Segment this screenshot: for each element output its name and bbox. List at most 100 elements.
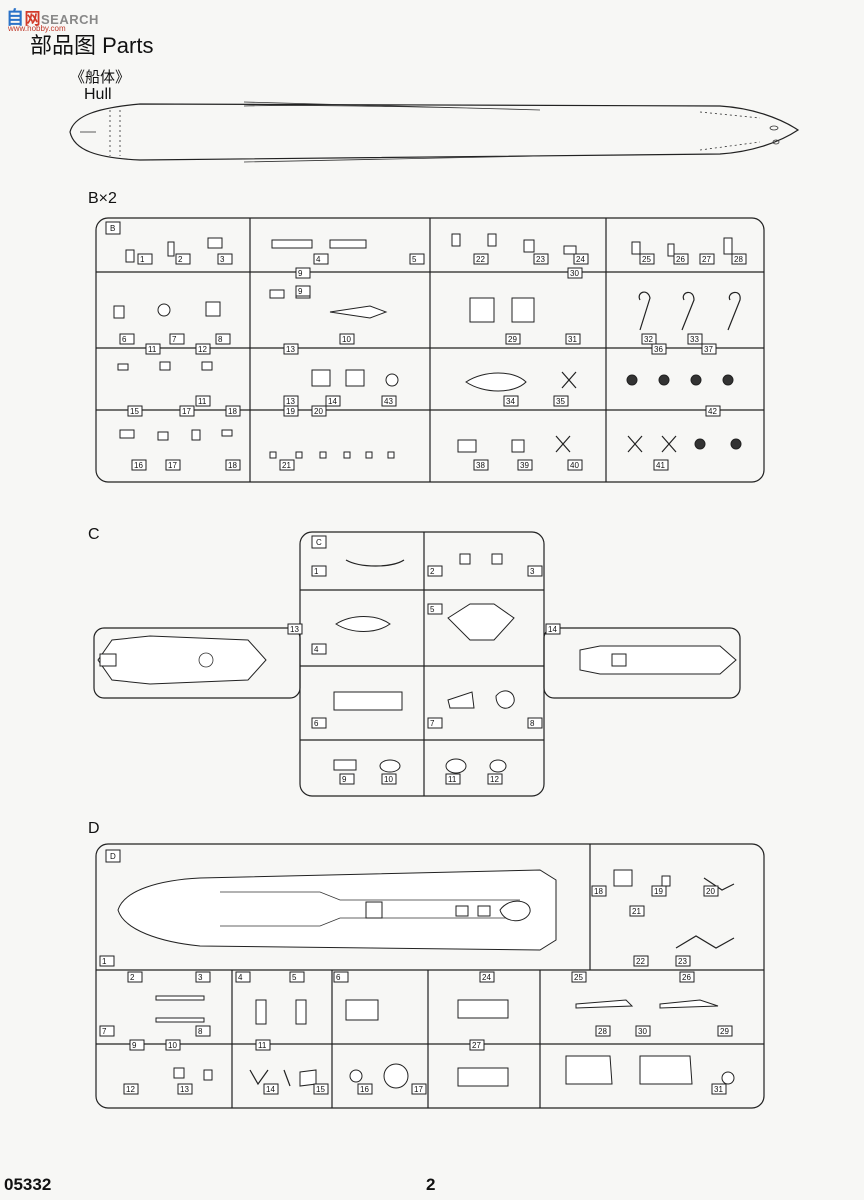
- sprue-c-part-number: 10: [384, 775, 393, 784]
- sprue-b-tag-box: [169, 333, 185, 345]
- sprue-b-tag-box: [687, 333, 703, 345]
- sprue-b-part-number: 2: [178, 255, 183, 264]
- sprue-b-tag-box: [283, 343, 299, 355]
- sprue-b-part-number: 8: [218, 335, 223, 344]
- sprue-b-part-number: 26: [676, 255, 685, 264]
- sprue-d-tag-box: [313, 1083, 329, 1095]
- watermark-char-2: 网: [24, 11, 42, 28]
- hull-drawing: [69, 101, 800, 163]
- sprue-b-tag-box: [639, 253, 655, 265]
- sprue-b-part-number: 9: [298, 287, 303, 296]
- sprue-b-tag-box: [473, 253, 489, 265]
- sprue-d-tag-box: [675, 955, 691, 967]
- sprue-b-tag-box: [381, 395, 397, 407]
- sprue-b-part-number: 37: [704, 345, 713, 354]
- sprue-d-tag-box: [571, 971, 587, 983]
- sprue-b-tag-box: [225, 405, 241, 417]
- sprue-c-part-number: 12: [490, 775, 499, 784]
- sprue-b-part-number: 10: [342, 335, 351, 344]
- sprue-b-wheels: [626, 374, 742, 450]
- sprue-c-part-number: 2: [430, 567, 435, 576]
- sprue-b-part-number: 14: [328, 397, 337, 406]
- sprue-d-part-number: 22: [636, 957, 645, 966]
- sprue-b-part-number: 34: [506, 397, 515, 406]
- sprue-b-part-number: 31: [568, 335, 577, 344]
- sprue-d-tag-box: [129, 1039, 145, 1051]
- sprue-d-tag-box: [711, 1083, 727, 1095]
- sprue-d-part-number: 7: [102, 1027, 107, 1036]
- watermark-text: SEARCH: [41, 12, 99, 27]
- sprue-d-tag-box: [333, 971, 349, 983]
- sprue-c-tag-box: [427, 565, 443, 577]
- sprue-d-tag-box: [591, 885, 607, 897]
- sprue-b-tag-box: [731, 253, 747, 265]
- sprue-c-tag-box: [311, 643, 327, 655]
- sprue-b-tag-box: [325, 395, 341, 407]
- sprue-b-tag-box: [283, 405, 299, 417]
- sprue-c-tag-box: [527, 565, 543, 577]
- sprue-b-tag-box: [179, 405, 195, 417]
- sprue-d-part-number: 26: [682, 973, 691, 982]
- sprue-b-part-number: 35: [556, 397, 565, 406]
- sprue-b-tag-box: [119, 333, 135, 345]
- sprue-c-tag-box: [527, 717, 543, 729]
- sprue-d-part-number: 18: [594, 887, 603, 896]
- sprue-b-tag-box: [553, 395, 569, 407]
- sprue-d-tag-box: [165, 1039, 181, 1051]
- sprue-c-tag-box: [311, 565, 327, 577]
- sprue-d-tag-box: [595, 1025, 611, 1037]
- sprue-d-tag-box: [235, 971, 251, 983]
- sprue-c-tag-box: [381, 773, 397, 785]
- sprue-b-tag-box: [653, 459, 669, 471]
- sprue-b-part-number: 3: [220, 255, 225, 264]
- watermark-char-1: 自: [6, 8, 25, 28]
- sprue-d-tag-box: [469, 1039, 485, 1051]
- page-title: 部品图 Parts: [30, 33, 154, 58]
- sprue-b-tag-box: [641, 333, 657, 345]
- sprue-c-parts: [333, 553, 515, 774]
- page-number: 2: [426, 1175, 436, 1194]
- sprue-c-tag-box: [427, 717, 443, 729]
- sprue-b-part-number: 15: [130, 407, 139, 416]
- sprue-b-tag-box: [567, 459, 583, 471]
- sprue-b-tag-box: [279, 459, 295, 471]
- sprue-d-tag-box: [123, 1083, 139, 1095]
- sprue-d-part-number: 16: [360, 1085, 369, 1094]
- sprue-b-part-number: 7: [172, 335, 177, 344]
- sprue-d-frame: D: [95, 843, 765, 1109]
- sprue-b-tag-box: [131, 459, 147, 471]
- sprue-b-part-number: 20: [314, 407, 323, 416]
- sprue-d-part-number: 24: [482, 973, 491, 982]
- sprue-b-part-number: 1: [140, 255, 145, 264]
- sprue-b-part-number: 43: [384, 397, 393, 406]
- svg-text:B: B: [110, 224, 115, 233]
- sprue-b-tag-box: [565, 333, 581, 345]
- sprue-c-part-number: 8: [530, 719, 535, 728]
- sprue-c-part-number: 4: [314, 645, 319, 654]
- sprue-b-tag-box: [339, 333, 355, 345]
- sprue-b-tag-box: [651, 343, 667, 355]
- sprue-b-part-number: 6: [122, 335, 127, 344]
- svg-text:D: D: [110, 852, 116, 861]
- sprue-b-part-number: 9: [298, 269, 303, 278]
- sprue-d-part-number: 31: [714, 1085, 723, 1094]
- sprue-b-tag-box: [175, 253, 191, 265]
- sprue-d-tag-box: [629, 905, 645, 917]
- sprue-b-tag-box: [313, 253, 329, 265]
- sprue-d-part-number: 12: [126, 1085, 135, 1094]
- sprue-c-tag-box: [339, 773, 355, 785]
- svg-text:C: C: [316, 538, 322, 547]
- sprue-d-tag-box: [411, 1083, 427, 1095]
- sprue-d-part-number: 29: [720, 1027, 729, 1036]
- sprue-b-tag-box: [311, 405, 327, 417]
- sprue-b-part-number: 18: [228, 407, 237, 416]
- sprue-d-part-number: 1: [102, 957, 107, 966]
- sprue-d-part-number: 21: [632, 907, 641, 916]
- sprue-b-part-number: 16: [134, 461, 143, 470]
- sprue-d-part-number: 10: [168, 1041, 177, 1050]
- sprue-d-part-number: 23: [678, 957, 687, 966]
- sprue-d-part-number: 9: [132, 1041, 137, 1050]
- sprue-b-tag-box: [573, 253, 589, 265]
